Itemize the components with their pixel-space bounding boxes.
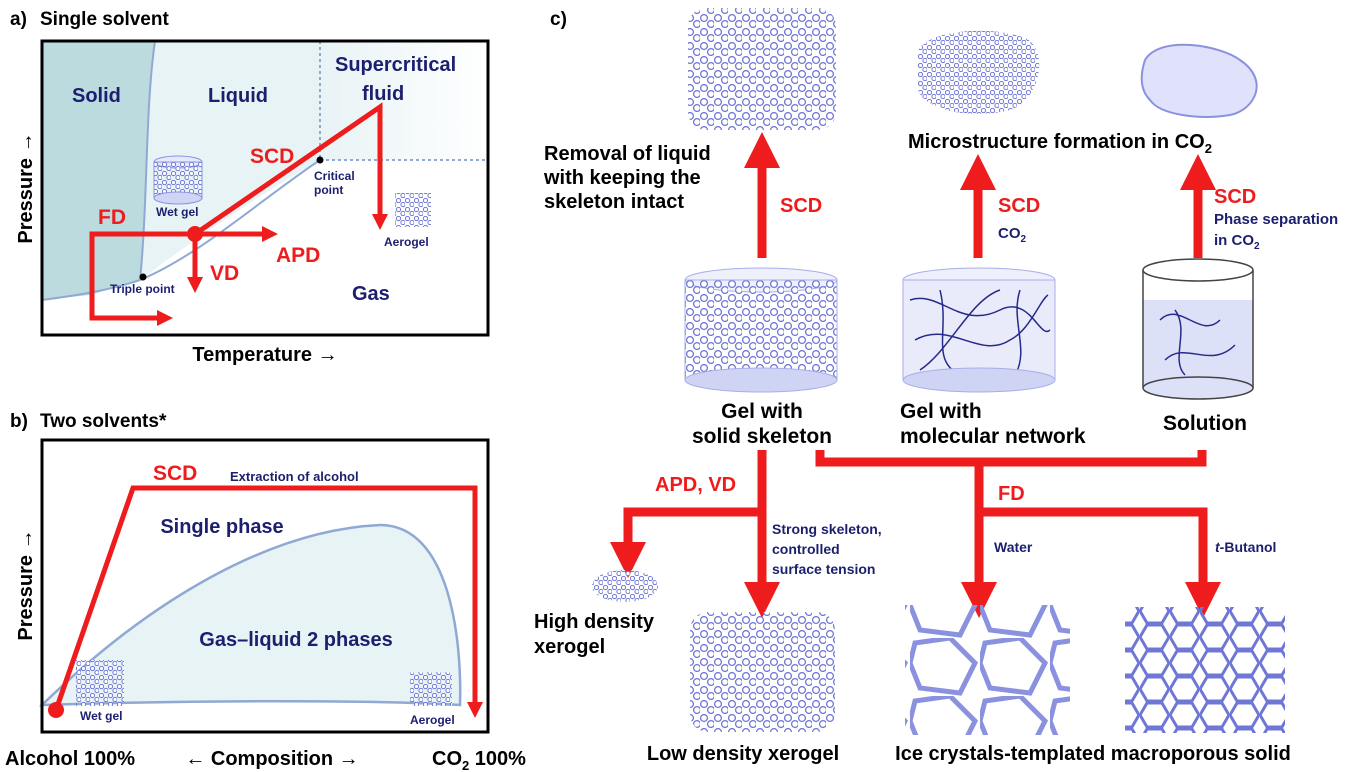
panel-b-frame: [40, 438, 490, 734]
panel-a-title: Single solvent: [40, 9, 169, 30]
honeycomb-structure-icon: [1125, 607, 1285, 733]
phase-separated-solid-icon: [1140, 43, 1258, 118]
phase-gas: Gas: [352, 283, 390, 305]
fd-bracket: [815, 450, 1207, 467]
fd-arrow-tbutanol: [979, 507, 1221, 618]
wet-gel-label: Wet gel: [156, 205, 198, 219]
phase-supercritical-2: fluid: [362, 83, 404, 105]
microstructure-text: Microstructure formation in CO2: [908, 131, 1212, 156]
panel-b-title: Two solvents*: [40, 411, 167, 432]
triple-point-marker: [139, 273, 147, 281]
scd-label-3: SCD: [1214, 186, 1256, 208]
scd-label-1: SCD: [780, 195, 822, 217]
apd-label: APD: [276, 244, 320, 267]
removal-text-2: with keeping the: [543, 167, 701, 189]
critical-point-label-1: Critical: [314, 169, 355, 183]
scd-label-b: SCD: [153, 462, 197, 485]
gel-mol-label-2: molecular network: [900, 425, 1086, 448]
fd-label: FD: [98, 206, 126, 229]
panel-b: b) Two solvents* Single phase Gas–liquid…: [5, 411, 526, 772]
solid-region: [42, 41, 155, 300]
aerogel-label-b: Aerogel: [410, 713, 455, 727]
ice-templated-structure-icon: [905, 605, 1070, 735]
y-axis-label: Pressure →: [15, 132, 37, 243]
panel-a-label: a): [10, 9, 27, 30]
aerogel-icon: [395, 193, 431, 227]
co2-microstructure-icon: [918, 30, 1040, 114]
strong-skeleton-1: Strong skeleton,: [772, 521, 882, 537]
phase-separation-1: Phase separation: [1214, 211, 1338, 228]
strong-skeleton-2: controlled: [772, 541, 840, 557]
panel-c-label: c): [550, 9, 567, 30]
critical-point-label-2: point: [314, 183, 343, 197]
aerogel-structure-icon: [688, 8, 836, 130]
vd-label: VD: [210, 262, 239, 285]
strong-skeleton-3: surface tension: [772, 561, 875, 577]
extraction-label: Extraction of alcohol: [230, 469, 359, 484]
two-phase-envelope: [38, 523, 462, 707]
scd-label: SCD: [250, 145, 294, 168]
tbutanol-label: t-Butanol: [1215, 539, 1276, 555]
gel-mol-label-1: Gel with: [900, 400, 982, 423]
phase-solid: Solid: [72, 85, 121, 107]
removal-text-3: skeleton intact: [544, 191, 684, 213]
aerogel-icon-b: [410, 672, 452, 706]
boiling-line: [41, 159, 321, 301]
wet-gel-icon-b: [76, 660, 124, 706]
triple-point-label: Triple point: [110, 282, 175, 296]
liquid-region: [140, 41, 320, 280]
x-right-label: CO2 100%: [432, 748, 526, 772]
fd-route-arrow: [89, 231, 195, 327]
supercritical-region: [320, 41, 488, 160]
wet-gel-label-b: Wet gel: [80, 709, 122, 723]
scd-route-arrow: [193, 102, 389, 237]
solution-beaker-icon: [1142, 258, 1254, 282]
single-phase-label: Single phase: [160, 516, 283, 538]
scd-label-2: SCD: [998, 195, 1040, 217]
start-point-marker-b: [48, 702, 64, 718]
gel-solid-label-2: solid skeleton: [692, 425, 832, 448]
two-phase-label: Gas–liquid 2 phases: [199, 629, 392, 651]
low-density-label: Low density xerogel: [647, 743, 839, 765]
removal-text-1: Removal of liquid: [544, 143, 711, 165]
water-label: Water: [994, 539, 1033, 555]
y-axis-label-b: Pressure →: [15, 529, 37, 640]
panel-c: c) Removal of liquid with keeping the sk…: [534, 8, 1338, 765]
ice-crystals-label: Ice crystals-templated macroporous solid: [895, 743, 1291, 765]
solution-label: Solution: [1163, 412, 1247, 435]
aerogel-label: Aerogel: [384, 235, 429, 249]
phase-supercritical-1: Supercritical: [335, 54, 456, 76]
scd-route-arrow-b: [53, 485, 484, 719]
apd-vd-label: APD, VD: [655, 474, 736, 496]
start-point-marker: [187, 226, 203, 242]
phase-separation-2: in CO2: [1214, 232, 1260, 252]
low-density-xerogel-icon: [690, 612, 835, 732]
fd-label-c: FD: [998, 483, 1025, 505]
melting-line: [139, 40, 156, 281]
co2-label: CO2: [998, 225, 1027, 245]
panel-a: a) Single solvent Solid Liquid Supercrit…: [10, 9, 490, 366]
gel-solid-label-1: Gel with: [721, 400, 803, 423]
x-axis-label-b: ← Composition →: [185, 748, 358, 770]
panel-a-frame: [40, 39, 490, 337]
high-density-label-1: High density: [534, 611, 655, 633]
high-density-xerogel-icon: [592, 570, 658, 602]
high-density-label-2: xerogel: [534, 636, 605, 658]
phase-liquid: Liquid: [208, 85, 268, 107]
x-left-label: Alcohol 100%: [5, 748, 135, 770]
x-axis-label: Temperature →: [192, 344, 337, 366]
panel-b-label: b): [10, 411, 28, 432]
apd-vd-arrow-left: [610, 507, 762, 578]
critical-point-marker: [316, 156, 324, 164]
